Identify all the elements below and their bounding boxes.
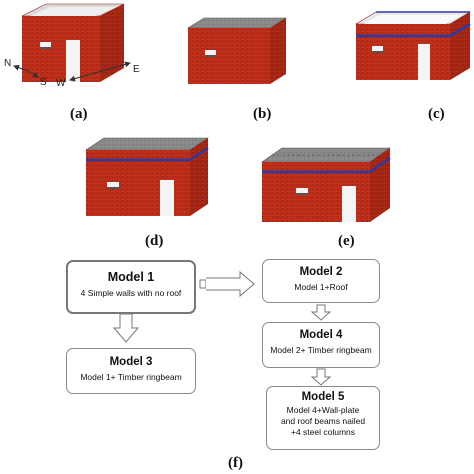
model-5-desc-line-1: Model 4+Wall-plate [286, 405, 360, 415]
panel-label-e: (e) [338, 233, 355, 249]
model-2-box: Model 2 Model 1+Roof [262, 259, 380, 303]
model-4-box: Model 4 Model 2+ Timber ringbeam [262, 322, 380, 368]
model-1-desc: 4 Simple walls with no roof [80, 288, 182, 298]
model-4-roof-ringbeam-3d [85, 137, 209, 216]
model-5-full-3d [261, 147, 391, 222]
model-4-desc: Model 2+ Timber ringbeam [270, 345, 372, 355]
panel-label-b: (b) [253, 106, 272, 122]
model-1-box: Model 1 4 Simple walls with no roof [66, 260, 196, 314]
model-3-title: Model 3 [109, 356, 153, 368]
model-2-roof-3d [186, 17, 288, 84]
compass-e: E [133, 64, 140, 75]
arrow-m2-to-m4 [310, 304, 332, 321]
model-5-desc-line-2: and roof beams nailed [280, 416, 366, 426]
model-5-desc-line-3: +4 steel columns [290, 427, 356, 437]
compass-s: S [40, 77, 47, 88]
model-2-title: Model 2 [299, 266, 343, 278]
panel-label-d: (d) [145, 233, 164, 249]
arrow-m1-to-m2 [199, 270, 255, 298]
model-1-walls-3d [21, 3, 125, 82]
model-3-desc: Model 1+ Timber ringbeam [80, 372, 182, 382]
model-1-title: Model 1 [107, 270, 155, 284]
panel-label-a: (a) [70, 106, 88, 122]
compass-n: N [4, 58, 12, 69]
model-3-ringbeam-3d [354, 11, 472, 80]
compass-arrows [13, 61, 131, 82]
arrow-m4-to-m5 [310, 368, 332, 386]
arrow-m1-to-m3 [112, 313, 140, 343]
model-5-box: Model 5 Model 4+Wall-plate and roof beam… [266, 386, 380, 450]
compass-w: W [56, 78, 66, 89]
model-5-title: Model 5 [301, 391, 345, 403]
model-2-desc: Model 1+Roof [294, 282, 348, 292]
model-3-box: Model 3 Model 1+ Timber ringbeam [66, 348, 196, 394]
panel-label-f: (f) [228, 455, 243, 471]
panel-label-c: (c) [428, 106, 445, 122]
model-4-title: Model 4 [299, 329, 343, 341]
